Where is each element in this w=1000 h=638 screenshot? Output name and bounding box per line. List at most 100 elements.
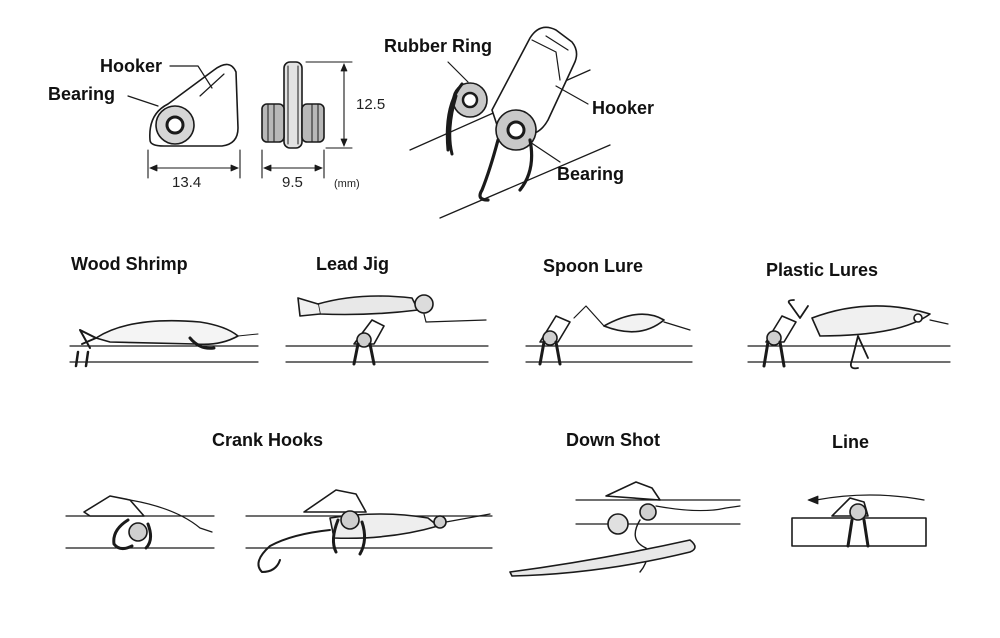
crank-hooks-line-a bbox=[129, 499, 213, 533]
bearing-right-label: Bearing bbox=[557, 164, 625, 184]
side-view-drawing bbox=[127, 63, 241, 179]
wood-shrimp-label: Wood Shrimp bbox=[71, 254, 188, 274]
lead-jig-body bbox=[317, 295, 419, 316]
lead-jig-head bbox=[414, 294, 434, 314]
line-ring bbox=[846, 518, 870, 548]
spoon-lure-bearing bbox=[542, 330, 558, 346]
down-shot-worm bbox=[509, 539, 696, 577]
lead-jig-drawing bbox=[285, 294, 489, 366]
bearing-left-label: Bearing bbox=[48, 84, 116, 104]
plastic-lures-front-hook bbox=[787, 299, 809, 319]
spoon-lure-ring bbox=[538, 340, 562, 366]
rubber-ring-leader bbox=[447, 61, 469, 83]
crank-hooks-bearing-b bbox=[340, 510, 360, 530]
hooker-body-outline bbox=[149, 63, 239, 147]
front-hooker-ribs bbox=[287, 65, 299, 145]
plastic-lures-drawing bbox=[747, 299, 951, 370]
plastic-lures-line bbox=[929, 319, 949, 325]
line-label: Line bbox=[832, 432, 870, 452]
wood-shrimp-hooks bbox=[79, 329, 97, 349]
line-bearing bbox=[849, 503, 867, 521]
hooker-left-label: Hooker bbox=[100, 56, 163, 76]
lead-jig-line bbox=[423, 313, 487, 323]
front-bearing-grooves bbox=[267, 103, 319, 143]
down-shot-bearing bbox=[639, 503, 657, 521]
rubber-ring-label: Rubber Ring bbox=[384, 36, 492, 56]
width-dimension-arrows bbox=[149, 164, 239, 172]
front-width-dimension-line bbox=[261, 149, 325, 179]
bearing-right-leader bbox=[529, 141, 561, 163]
perspective-bearing-front-hole bbox=[506, 120, 526, 140]
crank-hooks-bearing-a bbox=[128, 522, 148, 542]
plastic-lures-body bbox=[811, 305, 931, 337]
front-bearing-left bbox=[261, 103, 285, 143]
plastic-lures-bearing bbox=[766, 330, 782, 346]
plastic-lures-label: Plastic Lures bbox=[766, 260, 879, 280]
spoon-lure-line bbox=[573, 305, 691, 331]
down-shot-drawing bbox=[509, 481, 741, 577]
lead-jig-ring bbox=[352, 342, 376, 366]
wood-shrimp-fin bbox=[188, 336, 216, 350]
hooker-right-leader bbox=[555, 85, 589, 105]
crank-hooks-worm-tail bbox=[257, 529, 331, 573]
unit-label: (mm) bbox=[334, 178, 360, 190]
front-hooker-body bbox=[283, 61, 303, 149]
down-shot-leader bbox=[634, 519, 648, 573]
line-fishing-line bbox=[815, 494, 925, 501]
width-dimension-line bbox=[147, 149, 241, 179]
crank-hooks-ring-b bbox=[331, 518, 367, 556]
plastic-lures-ring bbox=[762, 340, 786, 368]
down-shot-label: Down Shot bbox=[566, 430, 660, 450]
line-arrow bbox=[807, 495, 819, 505]
line-rod-block bbox=[791, 517, 927, 547]
front-view-drawing bbox=[261, 61, 353, 179]
front-width-dimension-arrows bbox=[263, 164, 323, 172]
height-dimension-line bbox=[305, 61, 353, 149]
plastic-lures-eye bbox=[913, 313, 923, 323]
down-shot-hooker bbox=[605, 481, 661, 501]
perspective-hooker-ridges bbox=[531, 35, 569, 81]
wood-shrimp-body bbox=[95, 319, 239, 346]
wood-shrimp-rod bbox=[69, 345, 259, 363]
crank-hooks-worm-head bbox=[433, 515, 447, 529]
lead-jig-label: Lead Jig bbox=[316, 254, 390, 274]
front-bearing-right bbox=[301, 103, 325, 143]
crank-hooks-ring-a bbox=[112, 518, 153, 551]
crank-hooks-drawing bbox=[65, 489, 493, 573]
perspective-bearing-back-hole bbox=[461, 91, 479, 109]
width-a-value: 13.4 bbox=[172, 174, 202, 191]
rubber-ring-front bbox=[478, 138, 534, 202]
crank-hooks-hooker-b bbox=[303, 489, 367, 513]
lead-jig-rod bbox=[285, 345, 489, 363]
spoon-lure-drawing bbox=[525, 305, 693, 366]
down-shot-line bbox=[655, 505, 741, 512]
rubber-ring-back bbox=[445, 82, 464, 156]
perspective-view-drawing bbox=[409, 26, 611, 219]
hooker-notch bbox=[199, 73, 225, 97]
height-dimension-arrows bbox=[340, 63, 348, 147]
plastic-lures-rear-hook bbox=[849, 335, 869, 370]
spoon-lure-body bbox=[603, 313, 665, 333]
lead-jig-tail bbox=[297, 297, 321, 317]
wood-shrimp-line bbox=[237, 333, 259, 337]
lead-jig-bearing bbox=[356, 332, 372, 348]
spoon-lure-rod bbox=[525, 345, 693, 363]
crank-hooks-label: Crank Hooks bbox=[212, 430, 324, 450]
down-shot-sinker bbox=[607, 513, 629, 535]
bearing-leader-line bbox=[127, 95, 159, 107]
wood-shrimp-keeper bbox=[74, 350, 90, 368]
width-b-value: 9.5 bbox=[282, 174, 303, 191]
hooker-right-label: Hooker bbox=[592, 98, 655, 118]
down-shot-rod bbox=[575, 499, 741, 525]
height-value: 12.5 bbox=[356, 96, 386, 113]
wood-shrimp-drawing bbox=[69, 319, 259, 368]
line-drawing bbox=[791, 494, 927, 548]
crank-hooks-hooker-a bbox=[83, 495, 145, 517]
plastic-lures-rod bbox=[747, 345, 951, 363]
crank-hooks-line-b bbox=[445, 513, 491, 523]
bearing-hole bbox=[165, 115, 185, 135]
spoon-lure-label: Spoon Lure bbox=[543, 256, 643, 276]
hooker-leader-line bbox=[169, 65, 213, 89]
